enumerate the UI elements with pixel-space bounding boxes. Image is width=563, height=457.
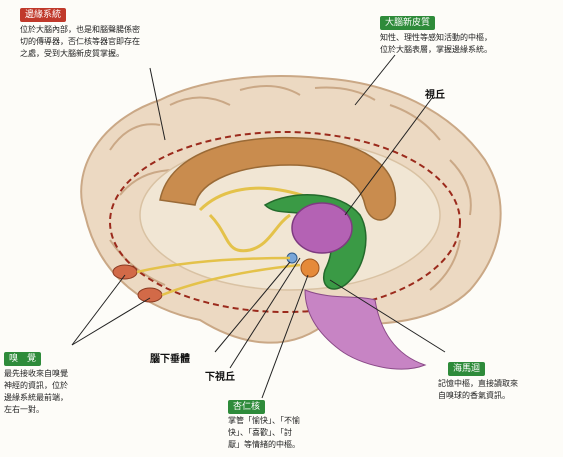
thalamus-label: 視丘 bbox=[425, 86, 445, 101]
olfactory-desc-line: 神經的資訊，位於 bbox=[4, 380, 68, 392]
olfactory-bulb-upper bbox=[113, 265, 137, 279]
amygdala-shape bbox=[301, 259, 319, 277]
limbic-system-desc: 位於大腦內部，也是和腦聲腸係密 切的傳導器，否仁核等器官即存在 之處，受到大腦新… bbox=[20, 24, 140, 60]
olfactory-tag: 嗅 覺 bbox=[4, 352, 41, 366]
hypothalamus-label: 下視丘 bbox=[205, 368, 235, 383]
olfactory-bulb-lower bbox=[138, 288, 162, 302]
limbic-system-tag: 邊緣系統 bbox=[20, 8, 66, 22]
leader-olfactory-1 bbox=[72, 275, 125, 345]
limbic-desc-line: 之處，受到大腦新皮質掌握。 bbox=[20, 48, 140, 60]
amygdala-tag: 杏仁核 bbox=[228, 400, 265, 414]
neocortex-desc-line: 知性、理性等感知活動的中樞， bbox=[380, 32, 492, 44]
neocortex-desc: 知性、理性等感知活動的中樞， 位於大腦表層，掌握邊緣系統。 bbox=[380, 32, 492, 56]
hippocampus-desc-line: 記憶中樞，直接讀取來 bbox=[438, 378, 518, 390]
neocortex-desc-line: 位於大腦表層，掌握邊緣系統。 bbox=[380, 44, 492, 56]
olfactory-desc-line: 邊緣系統最前端， bbox=[4, 392, 68, 404]
leader-olfactory-2 bbox=[72, 298, 150, 345]
limbic-desc-line: 位於大腦內部，也是和腦聲腸係密 bbox=[20, 24, 140, 36]
limbic-desc-line: 切的傳導器，否仁核等器官即存在 bbox=[20, 36, 140, 48]
amygdala-desc: 掌管「愉快」、「不愉 快」、「喜歡」、「討 厭」等情緒的中樞。 bbox=[228, 415, 300, 451]
amygdala-desc-line: 快」、「喜歡」、「討 bbox=[228, 427, 300, 439]
neocortex-tag: 大腦新皮質 bbox=[380, 16, 435, 30]
thalamus-shape bbox=[292, 203, 352, 253]
hippocampus-desc: 記憶中樞，直接讀取來 自嗅球的香氣資訊。 bbox=[438, 378, 518, 402]
hippocampus-desc-line: 自嗅球的香氣資訊。 bbox=[438, 390, 518, 402]
hippocampus-tag: 海馬迴 bbox=[448, 362, 485, 376]
pituitary-label: 腦下垂體 bbox=[150, 350, 190, 365]
amygdala-desc-line: 厭」等情緒的中樞。 bbox=[228, 439, 300, 451]
olfactory-desc-line: 最先接收來自嗅覺 bbox=[4, 368, 68, 380]
olfactory-desc-line: 左右一對。 bbox=[4, 404, 68, 416]
amygdala-desc-line: 掌管「愉快」、「不愉 bbox=[228, 415, 300, 427]
olfactory-desc: 最先接收來自嗅覺 神經的資訊，位於 邊緣系統最前端， 左右一對。 bbox=[4, 368, 68, 416]
